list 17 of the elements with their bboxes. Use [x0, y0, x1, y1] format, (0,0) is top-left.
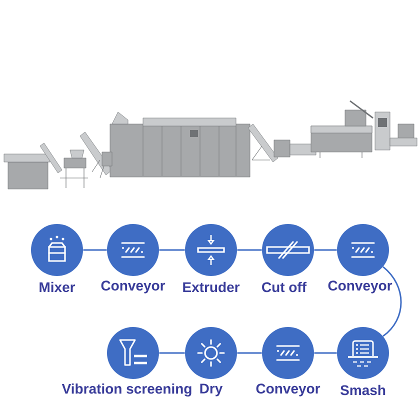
connector-line: [314, 249, 337, 251]
step-label: Mixer: [40, 282, 76, 292]
connector-line: [159, 249, 185, 251]
connector-line: [382, 266, 402, 337]
step-label: Vibration screening: [62, 383, 192, 397]
step-label: Extruder: [183, 282, 240, 292]
step-label: Dry: [200, 384, 223, 396]
connector-line: [314, 352, 337, 354]
connector-line: [237, 249, 262, 251]
step-label: Cut off: [262, 282, 307, 292]
step-label: Conveyor: [256, 384, 320, 396]
step-label: Conveyor: [101, 280, 166, 294]
step-label: Conveyor: [328, 280, 392, 294]
connector-line: [83, 249, 107, 251]
connector-line: [237, 352, 262, 354]
step-label: Smash: [340, 384, 386, 396]
connector-line: [159, 352, 185, 354]
